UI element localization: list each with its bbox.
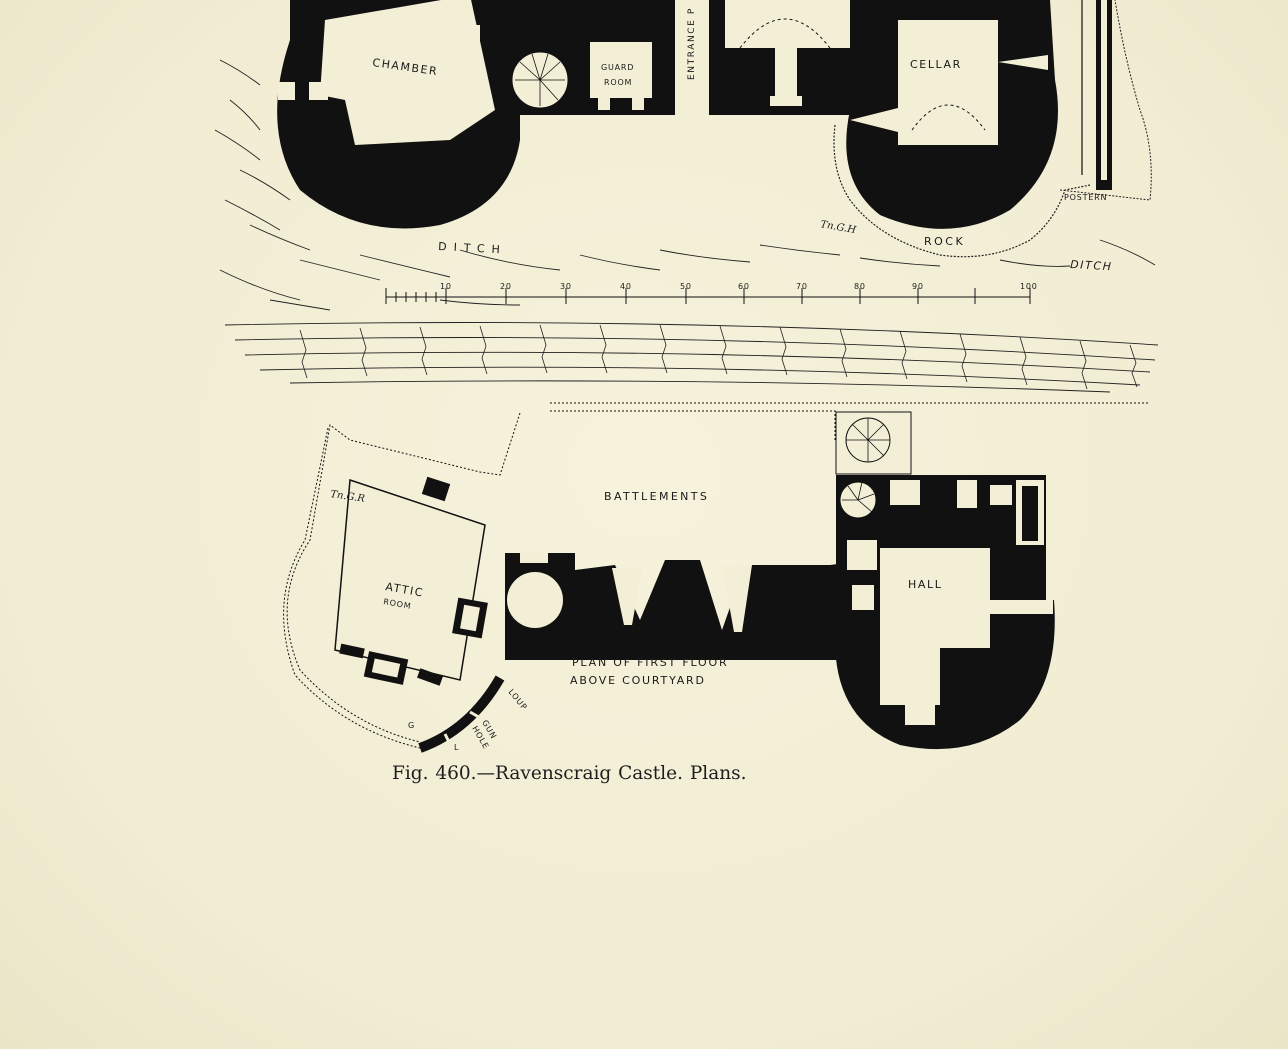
label-postern: POSTERN [1064, 193, 1107, 202]
gun-hole-wall [418, 675, 505, 753]
chamber-room [320, 0, 495, 145]
guard-room [590, 42, 652, 98]
label-cellar: CELLAR [910, 58, 962, 71]
scale-label-50: 50 [680, 282, 692, 291]
hall-room [880, 548, 990, 648]
label-g: G [408, 721, 415, 730]
label-battlements: BATTLEMENTS [604, 490, 709, 503]
label-ditch-right: DITCH [1070, 258, 1113, 273]
label-ditch-left: DITCH [438, 240, 507, 257]
signature-top: Tn.G.H [819, 219, 856, 236]
label-guard: GUARD [601, 63, 634, 72]
cellar-room [898, 20, 998, 145]
label-plan-title: PLAN OF FIRST FLOOR [572, 656, 728, 669]
attic-room [334, 478, 486, 681]
central-battlement-block [505, 553, 870, 660]
ditch-hatching [214, 59, 1156, 311]
central-stair [507, 572, 563, 628]
scale-label-20: 20 [500, 282, 512, 291]
hall-round-tower [835, 600, 1055, 750]
rock-outline [833, 124, 1091, 258]
scale-label-90: 90 [912, 282, 924, 291]
scale-label-10: 10 [440, 282, 452, 291]
scale-label-40: 40 [620, 282, 632, 291]
entrance-passage [675, 0, 709, 115]
label-guard-room: ROOM [604, 78, 632, 87]
scale-label-70: 70 [796, 282, 808, 291]
outer-dotted-outline [286, 402, 1150, 743]
label-plan-subtitle: ABOVE COURTYARD [570, 674, 706, 687]
figure-caption: Fig. 460.—Ravenscraig Castle. Plans. [392, 763, 747, 784]
label-rock: ROCK [924, 235, 965, 248]
scale-bar [385, 288, 1031, 304]
scale-bar-labels: 10 20 30 40 50 60 70 80 90 100 [440, 282, 1038, 291]
scale-label-60: 60 [738, 282, 750, 291]
label-l: L [454, 743, 459, 752]
ground-floor-plan: 10 20 30 40 50 60 70 80 90 100 CHAMBER G… [214, 0, 1159, 393]
label-hall: HALL [908, 578, 942, 591]
label-entrance: ENTRANCE P [687, 7, 697, 80]
scale-label-80: 80 [854, 282, 866, 291]
first-floor-plan: BATTLEMENTS ATTIC ROOM HALL PLAN OF FIRS… [283, 402, 1150, 753]
shore-wave-lines [224, 322, 1159, 393]
signature-bottom: Tn.G.R [330, 489, 366, 505]
scale-label-100: 100 [1020, 282, 1038, 291]
label-loup: LOUP [506, 688, 529, 712]
shore-wave-squiggles [299, 324, 1138, 390]
scale-label-30: 30 [560, 282, 572, 291]
